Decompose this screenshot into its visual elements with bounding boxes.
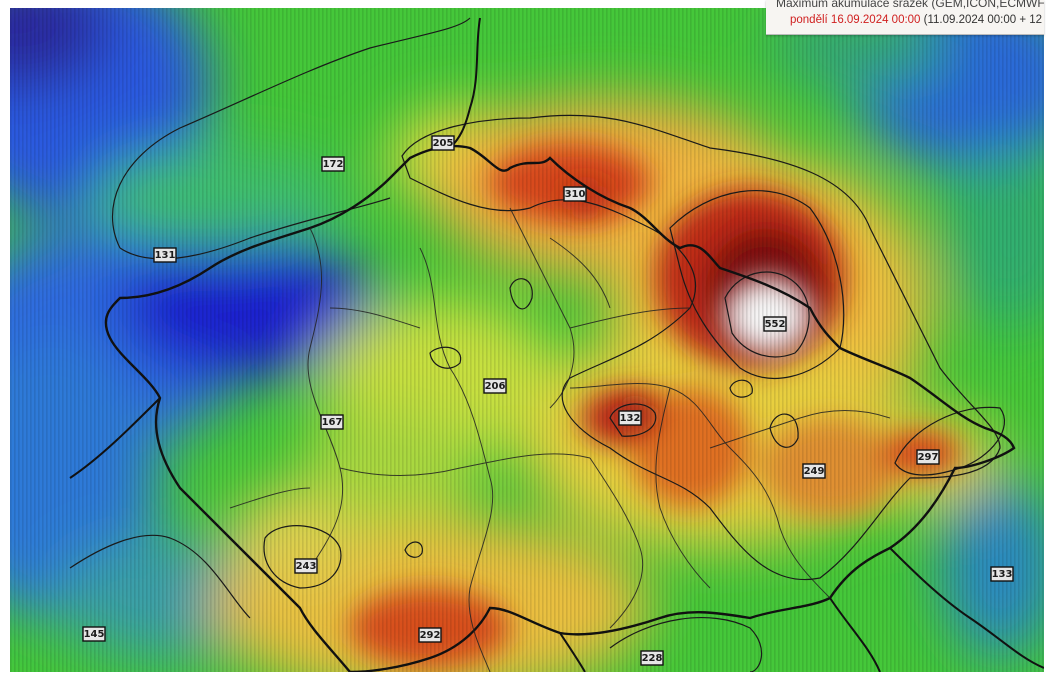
value-label-text: 131	[155, 250, 176, 261]
value-label-292: 292	[418, 627, 442, 643]
value-label-text: 145	[84, 629, 105, 640]
value-label-text: 206	[485, 381, 506, 392]
value-label-131: 131	[153, 247, 177, 263]
value-label-243: 243	[294, 558, 318, 574]
value-label-132: 132	[618, 410, 642, 426]
legend-title: Maximum akumulace srážek (GEM,ICON,ECMWF…	[776, 0, 1044, 10]
map-legend: Maximum akumulace srážek (GEM,ICON,ECMWF…	[766, 0, 1044, 35]
value-label-text: 167	[322, 417, 343, 428]
value-label-228: 228	[640, 650, 664, 666]
value-label-205: 205	[431, 135, 455, 151]
neighbour-borders	[69, 17, 1044, 672]
value-label-167: 167	[320, 414, 344, 430]
value-label-text: 133	[992, 569, 1013, 580]
screen-moire	[10, 8, 1044, 672]
value-label-172: 172	[321, 156, 345, 172]
region-borders	[229, 207, 891, 672]
value-label-text: 249	[804, 466, 825, 477]
value-label-text: 310	[565, 189, 586, 200]
country-border	[104, 144, 1016, 672]
value-label-text: 172	[323, 159, 344, 170]
value-label-text: 552	[765, 319, 786, 330]
value-label-text: 132	[620, 413, 641, 424]
value-label-206: 206	[483, 378, 507, 394]
precipitation-map: 205 172 131 310 552 206 132 167 243 292 249 297 145 2…	[10, 8, 1044, 672]
legend-time: pondělí 16.09.2024 00:00 (11.09.2024 00:…	[790, 14, 1042, 26]
value-label-310: 310	[563, 186, 587, 202]
legend-period: (11.09.2024 00:00 + 12	[923, 14, 1043, 26]
value-label-145: 145	[82, 626, 106, 642]
value-label-text: 292	[420, 630, 441, 641]
value-label-text: 243	[296, 561, 317, 572]
value-label-552: 552	[763, 316, 787, 332]
value-labels: 205 172 131 310 552 206 132 167 243 292 249 297 145 2…	[82, 135, 1014, 666]
value-label-text: 228	[642, 653, 663, 664]
value-label-text: 205	[433, 138, 454, 149]
value-label-297: 297	[916, 449, 940, 465]
value-label-249: 249	[802, 463, 826, 479]
legend-valid-time: pondělí 16.09.2024 00:00	[790, 14, 921, 26]
value-label-text: 297	[918, 452, 939, 463]
value-label-133: 133	[990, 566, 1014, 582]
